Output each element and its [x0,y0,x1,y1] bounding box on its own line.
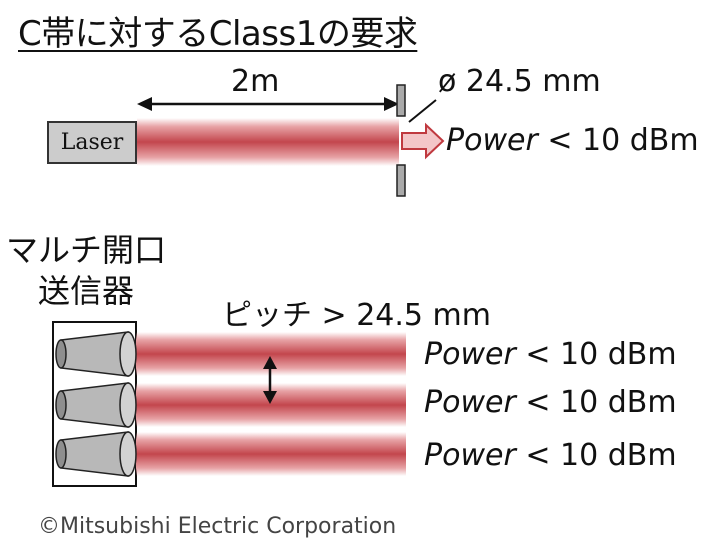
lens-3 [55,431,137,477]
beam-2-power-limit: Power < 10 dBm [424,385,677,420]
page-title: C帯に対するClass1の要求 [18,14,418,54]
power-limit: < 10 dBm [515,385,677,420]
power-limit: < 10 dBm [537,123,699,158]
power-word: Power [446,123,538,158]
beam-3-power-limit: Power < 10 dBm [424,438,677,473]
lens-1 [55,331,137,377]
aperture-pointer [408,99,437,123]
laser-source: Laser [47,121,137,164]
beam-1-power-limit: Power < 10 dBm [424,337,677,372]
laser-beam [137,118,399,166]
distance-label: 2m [231,64,280,99]
multi-tx-label-line1: マルチ開口 [6,231,167,269]
power-limit: < 10 dBm [515,438,677,473]
top-power-limit: Power < 10 dBm [446,123,699,158]
lens-2 [55,382,137,428]
pitch-label: ピッチ > 24.5 mm [222,298,491,333]
distance-arrow [137,97,399,111]
pitch-arrow [263,356,277,404]
aperture-label: ø 24.5 mm [438,64,601,99]
power-arrow-icon [401,122,445,160]
power-word: Power [424,385,516,420]
power-limit: < 10 dBm [515,337,677,372]
beam-3 [136,432,406,476]
multi-tx-label-line2: 送信器 [38,271,135,310]
power-word: Power [424,337,516,372]
power-word: Power [424,438,516,473]
laser-label: Laser [60,130,124,155]
multi-tx-label: マルチ開口 送信器 [6,230,166,312]
aperture-plate [396,84,406,197]
copyright-notice: ©Mitsubishi Electric Corporation [38,514,397,539]
